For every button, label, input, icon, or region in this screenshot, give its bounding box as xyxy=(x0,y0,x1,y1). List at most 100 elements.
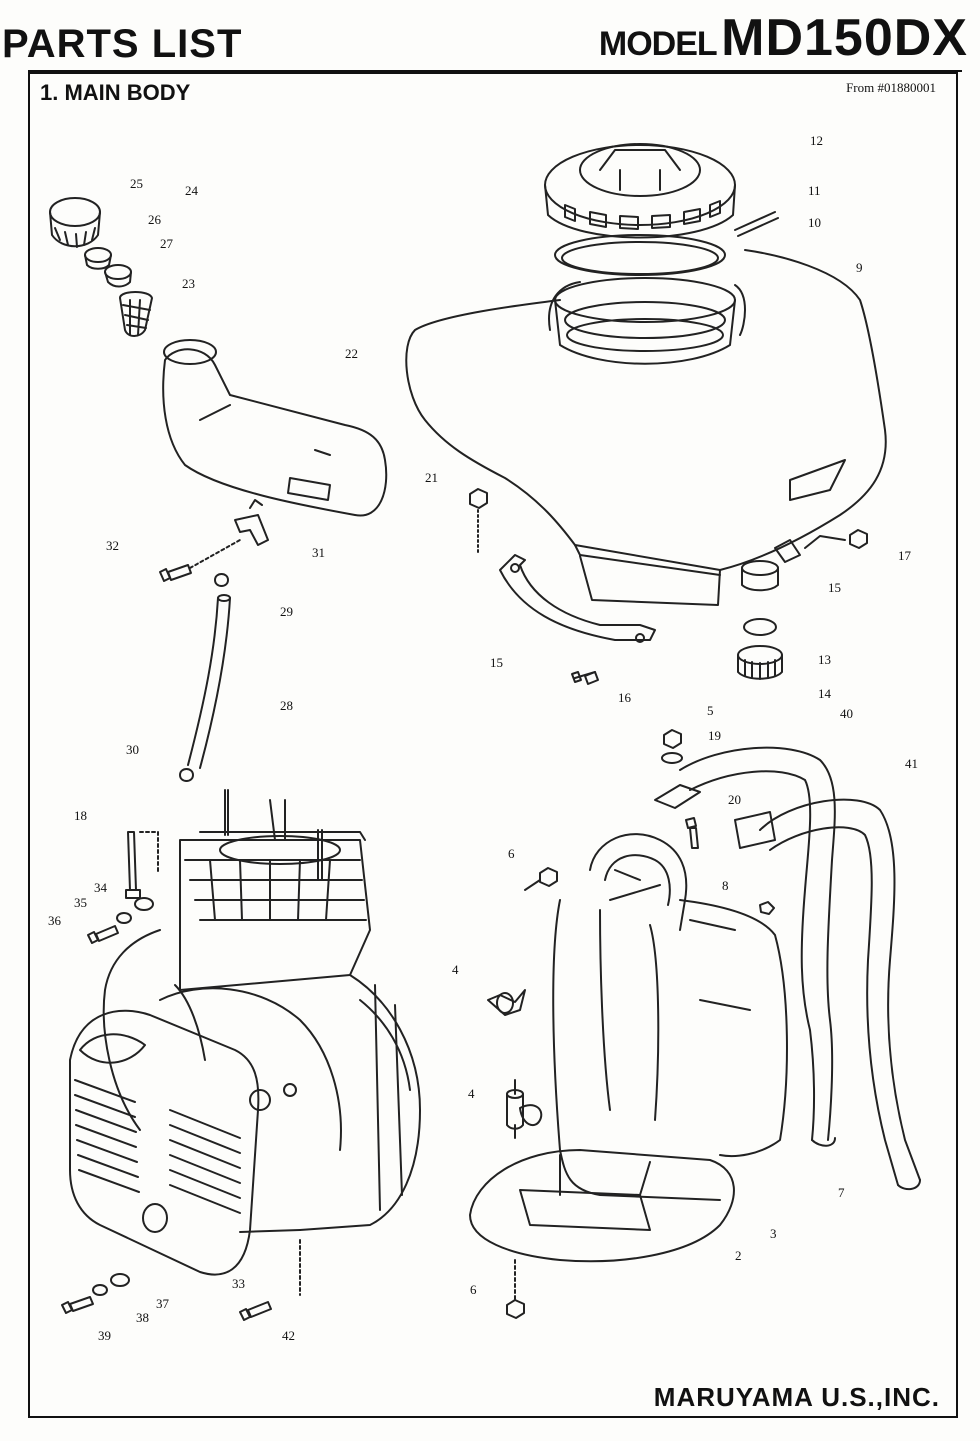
callout-26: 26 xyxy=(148,212,161,227)
fuel-strainer xyxy=(119,291,153,337)
spacer-collar xyxy=(469,488,488,556)
callout-20: 20 xyxy=(728,792,741,807)
tank-clamp-bracket xyxy=(234,499,269,546)
callout-42: 42 xyxy=(282,1328,295,1343)
hose-clip-upper xyxy=(214,573,229,587)
tank-outlet-fitting xyxy=(741,539,801,592)
outlet-seal xyxy=(743,618,777,636)
callout-15a: 15 xyxy=(828,580,841,595)
callout-25: 25 xyxy=(130,176,143,191)
tank-lid xyxy=(544,143,736,239)
bracket-bolt xyxy=(571,671,599,685)
tank-bracket xyxy=(499,554,656,643)
callout-34: 34 xyxy=(94,880,107,895)
shoulder-strap-right xyxy=(759,798,921,1191)
callout-28: 28 xyxy=(280,698,293,713)
strap-nut-5 xyxy=(663,729,682,749)
callout-6b: 6 xyxy=(470,1282,477,1297)
callout-31: 31 xyxy=(312,545,325,560)
strap-bolt-20 xyxy=(685,817,699,849)
callout-3: 3 xyxy=(770,1226,777,1241)
callout-22: 22 xyxy=(345,346,358,361)
muffler-washer-38 xyxy=(92,1284,108,1296)
callout-16: 16 xyxy=(618,690,631,705)
back-frame xyxy=(552,833,788,1201)
callout-15b: 15 xyxy=(490,655,503,670)
callout-29: 29 xyxy=(280,604,293,619)
callout-2: 2 xyxy=(735,1248,742,1263)
fuel-cap xyxy=(49,197,101,248)
callout-12: 12 xyxy=(810,133,823,148)
section-title: 1. MAIN BODY xyxy=(40,80,191,105)
serial-note: From #01880001 xyxy=(846,80,936,95)
callout-32: 32 xyxy=(106,538,119,553)
header-rule xyxy=(28,70,962,72)
callout-4b: 4 xyxy=(468,1086,475,1101)
anti-vibration-mount-lower xyxy=(506,1079,524,1139)
anti-vibration-mount-upper xyxy=(487,989,526,1016)
diagram-frame xyxy=(28,72,958,1418)
callout-24: 24 xyxy=(185,183,198,198)
muffler-washer-37 xyxy=(110,1273,130,1287)
fuel-hose xyxy=(187,594,231,769)
callout-6a: 6 xyxy=(508,846,515,861)
callout-4a: 4 xyxy=(452,962,459,977)
callout-11: 11 xyxy=(808,183,821,198)
callout-40: 40 xyxy=(840,706,853,721)
bracket-screw xyxy=(159,539,241,582)
model-heading: MODEL MD150DX xyxy=(599,8,968,68)
callout-14: 14 xyxy=(818,686,831,701)
muffler-bolt-39 xyxy=(61,1296,94,1314)
callout-38: 38 xyxy=(136,1310,149,1325)
fuel-tank xyxy=(162,339,388,517)
outlet-cap xyxy=(737,645,783,680)
callout-35: 35 xyxy=(74,895,87,910)
page-title: PARTS LIST xyxy=(2,22,243,66)
callout-39: 39 xyxy=(98,1328,111,1343)
callout-41: 41 xyxy=(905,756,918,771)
callout-33: 33 xyxy=(232,1276,245,1291)
frame-base xyxy=(469,1104,735,1263)
callout-18: 18 xyxy=(74,808,87,823)
frame-nut-top xyxy=(524,867,558,891)
cylinder-bolt xyxy=(125,831,159,899)
model-name: MD150DX xyxy=(721,9,968,67)
tank-neck xyxy=(554,277,736,365)
shoulder-strap-left xyxy=(679,746,836,1147)
cap-packing xyxy=(104,264,132,288)
frame-nut-bottom xyxy=(506,1259,525,1319)
chemical-tank xyxy=(405,249,887,606)
model-word: MODEL xyxy=(598,25,718,63)
company-footer: MARUYAMA U.S.,INC. xyxy=(653,1382,940,1412)
callout-8: 8 xyxy=(722,878,729,893)
callout-10: 10 xyxy=(808,215,821,230)
engine-washer-34 xyxy=(134,897,154,911)
tank-nut xyxy=(804,529,868,549)
cap-gasket xyxy=(84,247,112,270)
callout-17: 17 xyxy=(898,548,911,563)
callout-23: 23 xyxy=(182,276,195,291)
engine-bolt-42 xyxy=(239,1239,301,1321)
callout-19: 19 xyxy=(708,728,721,743)
engine-bolt-36 xyxy=(87,925,119,944)
callout-30: 30 xyxy=(126,742,139,757)
muffler-cover xyxy=(69,1009,260,1276)
strap-buckle xyxy=(654,784,776,849)
hose-clip-lower xyxy=(179,768,194,782)
strap-washer-19 xyxy=(661,752,683,764)
callout-37: 37 xyxy=(156,1296,169,1311)
callout-13: 13 xyxy=(818,652,831,667)
lid-gasket xyxy=(554,234,726,276)
vent-tube xyxy=(734,211,779,237)
callout-27: 27 xyxy=(160,236,173,251)
callout-36: 36 xyxy=(48,913,61,928)
engine-washer-35 xyxy=(116,912,132,924)
frame-screw-8 xyxy=(759,901,775,915)
callout-21: 21 xyxy=(425,470,438,485)
callout-7: 7 xyxy=(838,1185,845,1200)
callout-9: 9 xyxy=(856,260,863,275)
engine-assembly xyxy=(102,789,421,1233)
callout-5: 5 xyxy=(707,703,714,718)
